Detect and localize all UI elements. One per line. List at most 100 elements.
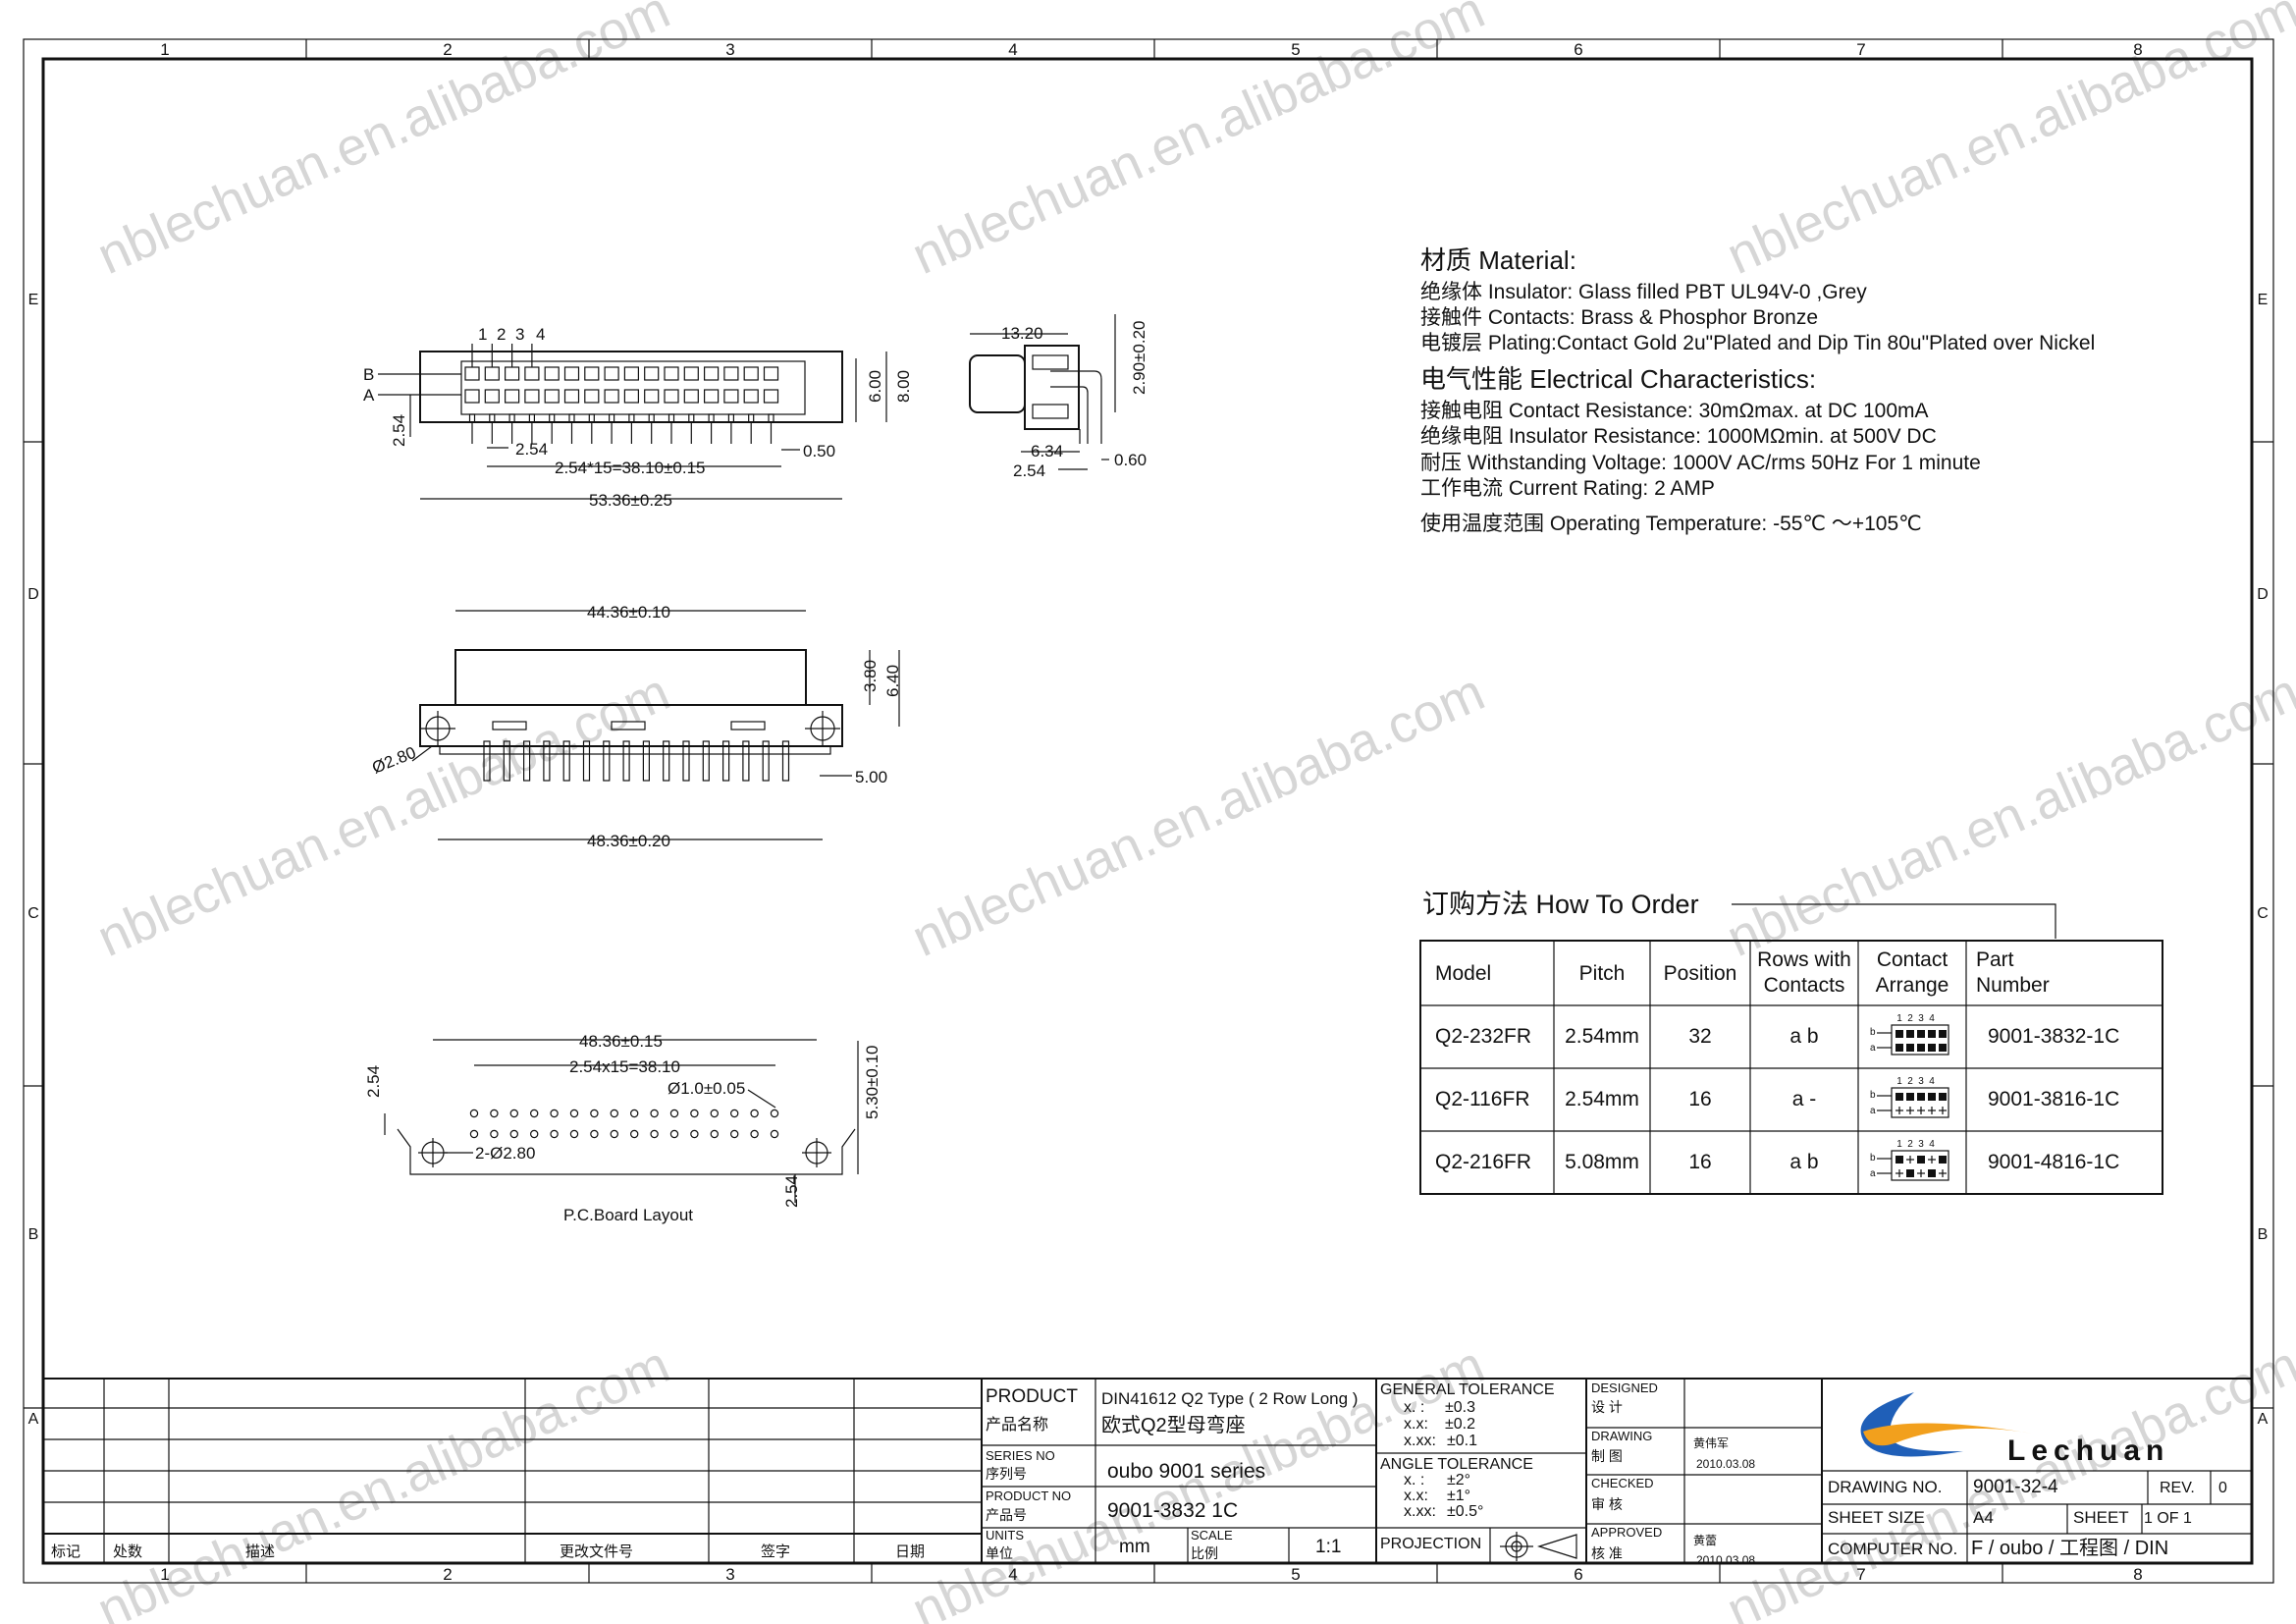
contact-cell	[664, 366, 679, 381]
tol-key: x.x:	[1404, 1488, 1428, 1504]
contact-cell	[604, 366, 619, 381]
grid-row-label: C	[2257, 905, 2269, 922]
grid-row-label: A	[2258, 1411, 2269, 1428]
material-title: 材质 Material:	[1420, 245, 1576, 275]
tol-key: x.xx:	[1404, 1433, 1436, 1449]
contact-cell	[544, 389, 560, 404]
arrange-contact	[1928, 1169, 1936, 1177]
contact-pin-stub	[588, 413, 595, 423]
contact-cell	[484, 389, 500, 404]
grid-ticks	[24, 39, 2273, 1583]
table-header: Position	[1664, 962, 1737, 985]
contact-pin-stub	[727, 413, 735, 423]
rev-header: 标记	[51, 1543, 80, 1560]
table-header: Number	[1976, 974, 2050, 997]
product-label: PRODUCT	[986, 1386, 1078, 1407]
table-cell-model: Q2-116FR	[1435, 1088, 1529, 1110]
contact-cell	[723, 366, 739, 381]
top-pin	[721, 740, 730, 782]
contact-cell	[563, 366, 580, 381]
projection-label: PROJECTION	[1380, 1536, 1481, 1552]
tol-value: ±0.5°	[1447, 1503, 1483, 1520]
tol-value: ±1°	[1447, 1488, 1470, 1504]
arrange-contact	[1928, 1030, 1936, 1038]
table-cell-position: 16	[1688, 1151, 1711, 1173]
arrange-contact	[1917, 1044, 1925, 1052]
grid-column-label: 8	[2133, 1565, 2142, 1584]
contact-pin-stub	[568, 413, 575, 423]
dim-top-d2: 6.40	[883, 665, 902, 697]
arrange-row-label: a	[1870, 1168, 1876, 1179]
pcb-hole	[569, 1129, 579, 1139]
rev-header: 描述	[245, 1543, 275, 1560]
tol-key: x.x:	[1404, 1416, 1428, 1433]
contact-pin-stub	[667, 413, 675, 423]
pcb-hole	[490, 1129, 499, 1139]
tol-value: ±0.1	[1447, 1433, 1477, 1449]
grid-row-label: B	[2258, 1226, 2269, 1243]
units-value: mm	[1119, 1537, 1150, 1557]
watermark: nblechuan.en.alibaba.com	[88, 0, 677, 286]
grid-column-label: 7	[1856, 40, 1865, 59]
contact-cell	[584, 366, 600, 381]
contact-cell	[563, 389, 580, 404]
table-header: Pitch	[1579, 962, 1626, 985]
grid-row-label: B	[28, 1226, 39, 1243]
productno-label-cn: 产品号	[986, 1507, 1027, 1523]
contact-pin-stub	[648, 413, 655, 423]
contact-pin-stub	[748, 413, 755, 423]
series-label: SERIES NO	[986, 1448, 1055, 1463]
table-cell-model: Q2-232FR	[1435, 1025, 1531, 1048]
arrange-number: 2	[1907, 1139, 1913, 1150]
title-block-lines	[42, 1378, 2252, 1563]
grid-row-label: D	[2257, 586, 2269, 603]
arrange-row-label: b	[1870, 1090, 1876, 1101]
rev-value: 0	[2218, 1480, 2227, 1496]
designed-label-cn: 设 计	[1591, 1399, 1623, 1415]
electrical-line: 绝缘电阻 Insulator Resistance: 1000MΩmin. at…	[1420, 425, 1937, 448]
pcb-hole	[469, 1129, 479, 1139]
dim-pcb-mount: 48.36±0.15	[579, 1032, 663, 1051]
arrange-contact	[1917, 1156, 1925, 1164]
dim-overall: 53.36±0.25	[589, 491, 672, 510]
dim-side-pitch: 2.54	[1013, 461, 1045, 480]
productno-value: 9001-3832 1C	[1107, 1499, 1238, 1522]
electrical-line: 耐压 Withstanding Voltage: 1000V AC/rms 50…	[1420, 452, 1981, 474]
front-view: 1 2 3 4 B A 2.54 2.54*15=38.10±0.15 53.3…	[363, 325, 913, 510]
contact-cell	[544, 366, 560, 381]
contact-cell	[683, 389, 699, 404]
grid-column-label: 8	[2133, 40, 2142, 59]
arrange-row-label: b	[1870, 1153, 1876, 1164]
top-pin	[622, 740, 630, 782]
contact-pins	[468, 344, 774, 444]
contact-pin-stub	[468, 413, 476, 423]
contact-cell	[703, 389, 720, 404]
grid-row-label: D	[27, 586, 39, 603]
arrange-contact	[1928, 1044, 1936, 1052]
pcb-hole	[710, 1129, 720, 1139]
arrange-contact	[1896, 1030, 1903, 1038]
pcb-hole	[550, 1109, 559, 1118]
table-cell-position: 32	[1688, 1025, 1711, 1048]
arrange-number: 1	[1896, 1013, 1902, 1024]
inner-frame	[41, 57, 2254, 1565]
contact-pin-stub	[688, 413, 695, 423]
arrange-number: 3	[1918, 1076, 1924, 1087]
contact-cell	[743, 389, 759, 404]
top-pin	[543, 740, 551, 782]
contact-pin-stub	[628, 413, 635, 423]
table-header: Contact	[1877, 948, 1949, 971]
contact-cell	[623, 366, 640, 381]
grid-column-label: 4	[1008, 1565, 1017, 1584]
table-cell-pitch: 2.54mm	[1565, 1088, 1639, 1110]
arrange-row-label: b	[1870, 1027, 1876, 1038]
grid-row-label: E	[28, 292, 39, 308]
units-label-cn: 单位	[986, 1545, 1013, 1561]
pcb-hole	[650, 1129, 659, 1139]
dim-span: 2.54*15=38.10±0.15	[555, 459, 706, 477]
pcb-hole	[750, 1129, 759, 1139]
drawn-by: 黄伟军	[1693, 1436, 1729, 1450]
grid-column-label: 5	[1291, 40, 1300, 59]
